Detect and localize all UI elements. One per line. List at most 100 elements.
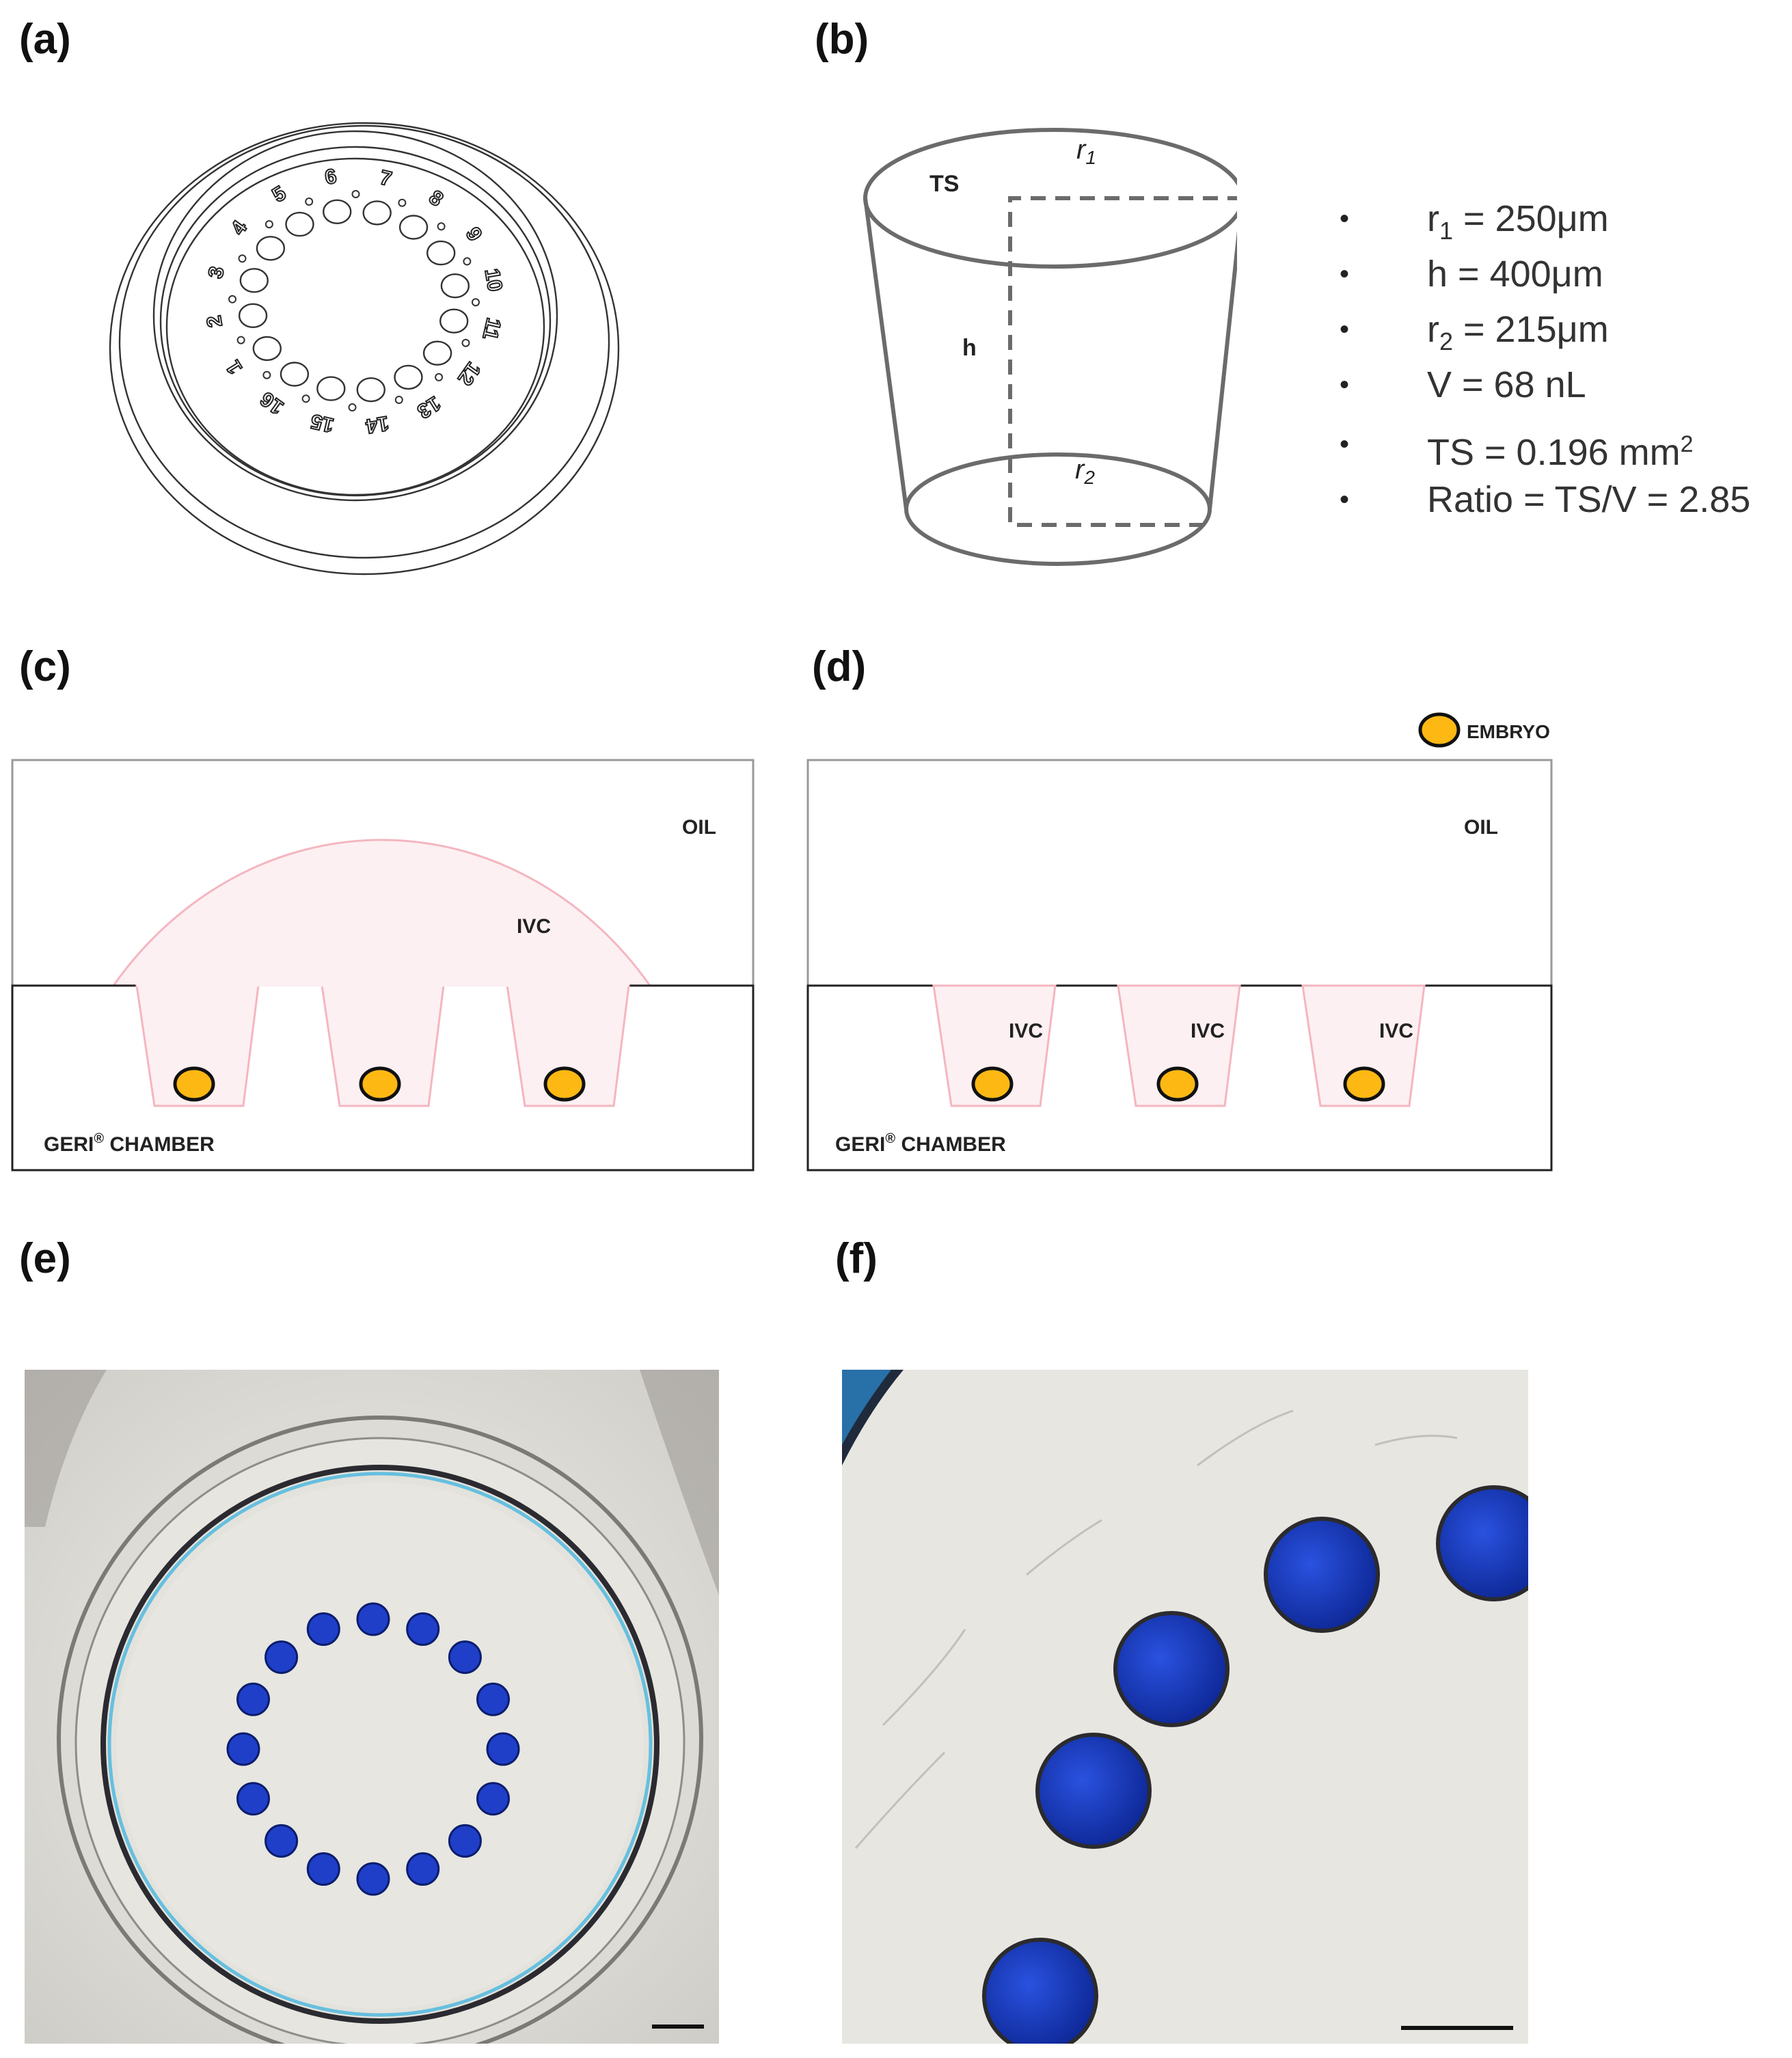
well-marker-dot: [264, 220, 273, 229]
bullet-icon: •: [1340, 314, 1350, 344]
oil-label: OIL: [682, 816, 716, 839]
microwell: [422, 340, 452, 366]
microwell-photo: [306, 1612, 340, 1646]
microwell: [356, 377, 385, 403]
well-marker-dot: [262, 370, 271, 379]
microwell-photo: [236, 1782, 270, 1816]
embryo-legend-icon: [1418, 712, 1461, 748]
well-number-label: 14: [364, 411, 391, 437]
microwell-photo: [406, 1852, 440, 1886]
chamber-label: GERI® CHAMBER: [835, 1131, 1006, 1156]
ivc-label: IVC: [1379, 1020, 1413, 1042]
individual-wells-diagram: EMBRYO OIL IVC IVC IVC GERI® CHAMBER: [806, 712, 1553, 1172]
well-number-label: 7: [378, 166, 394, 191]
dish-outer-rim: [109, 122, 620, 576]
embryo-icon: [173, 1066, 215, 1102]
ts-label: TS: [929, 171, 959, 197]
ivc-drop: [111, 839, 652, 987]
panel-label-d: (d): [812, 643, 867, 690]
ivc-label: IVC: [1009, 1020, 1043, 1042]
microwell: [239, 268, 269, 293]
dimension-lines: [1008, 196, 1237, 527]
well-number-label: 16: [256, 387, 288, 418]
microwell: [426, 240, 456, 266]
well-ring-photo: [226, 1602, 520, 1896]
microwell-photo: [356, 1862, 390, 1896]
well-number-label: 5: [269, 182, 290, 207]
microwell: [398, 215, 429, 240]
oil-layer: [806, 759, 1553, 987]
embryo-icon: [359, 1066, 401, 1102]
microwell: [323, 199, 352, 225]
microwell-photo: [306, 1852, 340, 1886]
spec-item: •TS = 0.196 mm2: [1340, 417, 1750, 473]
scale-bar: [652, 2025, 704, 2029]
well-marker-dot: [472, 298, 480, 307]
embryo-icon: [543, 1066, 586, 1102]
well-number-label: 8: [425, 186, 448, 211]
microwell-photo: [1113, 1611, 1230, 1727]
oil-label: OIL: [1464, 816, 1498, 839]
microwell: [280, 362, 310, 387]
well-marker-dot: [398, 198, 407, 207]
microwell-photo: [264, 1640, 299, 1675]
microwell-photo: [406, 1612, 440, 1646]
bullet-icon: •: [1340, 259, 1350, 289]
microwell-photo: [236, 1682, 270, 1716]
dish-inner-wall: [152, 130, 558, 502]
bullet-icon: •: [1340, 429, 1350, 459]
well-number-label: 12: [453, 357, 485, 389]
spec-item: •Ratio = TS/V = 2.85: [1340, 472, 1750, 528]
spec-item: •r2 = 215μm: [1340, 302, 1750, 357]
microwell: [316, 376, 346, 401]
microwell-photo: [982, 1938, 1098, 2044]
well-marker-dot: [238, 254, 247, 263]
chamber-label: GERI® CHAMBER: [44, 1131, 215, 1156]
microwell-photo: [264, 1824, 299, 1858]
well-marker-dot: [351, 190, 360, 198]
spec-item: •r1 = 250μm: [1340, 191, 1750, 247]
bullet-icon: •: [1340, 485, 1350, 515]
closeup-photo-illustration: [842, 1370, 1528, 2044]
well-geometry-diagram: TS h r1 r2: [863, 128, 1237, 566]
h-label: h: [962, 335, 977, 361]
spec-item: •h = 400μm: [1340, 247, 1750, 302]
well-number-label: 3: [204, 265, 229, 281]
cone-right-edge: [1208, 230, 1237, 510]
microwell: [439, 308, 469, 334]
microwell: [252, 336, 282, 362]
microwell: [362, 200, 392, 226]
bottom-ellipse: [904, 452, 1212, 566]
microwell: [1117, 984, 1241, 1107]
embryo-legend-label: EMBRYO: [1467, 721, 1550, 742]
well-number-label: 1: [221, 356, 247, 378]
microwell-photo: [476, 1682, 510, 1716]
well-marker-dot: [301, 394, 310, 403]
panel-label-f: (f): [835, 1235, 878, 1282]
bullet-icon: •: [1340, 370, 1350, 400]
closeup-photo: [842, 1370, 1528, 2044]
microwell: [440, 273, 470, 299]
well-marker-dot: [305, 198, 314, 206]
panel-label-a: (a): [19, 16, 71, 63]
scale-bar: [1401, 2026, 1513, 2030]
well-marker-dot: [348, 403, 357, 411]
bullet-icon: •: [1340, 204, 1350, 234]
panel-label-e: (e): [19, 1235, 71, 1282]
ivc-label: IVC: [517, 915, 551, 938]
microwell-photo: [1035, 1733, 1152, 1849]
microwell-photo: [1436, 1485, 1528, 1601]
dish-photo: [25, 1370, 719, 2044]
well-number-label: 6: [323, 165, 338, 189]
well-number-label: 15: [309, 409, 336, 437]
microwell: [238, 303, 268, 328]
r2-label: r2: [1075, 455, 1095, 488]
well-marker-dot: [437, 222, 446, 231]
well-number-label: 4: [227, 217, 252, 239]
well-number-label: 10: [480, 267, 506, 293]
well-marker-dot: [463, 257, 472, 266]
microwell-photo: [448, 1824, 482, 1858]
microwell-photo: [476, 1782, 510, 1816]
